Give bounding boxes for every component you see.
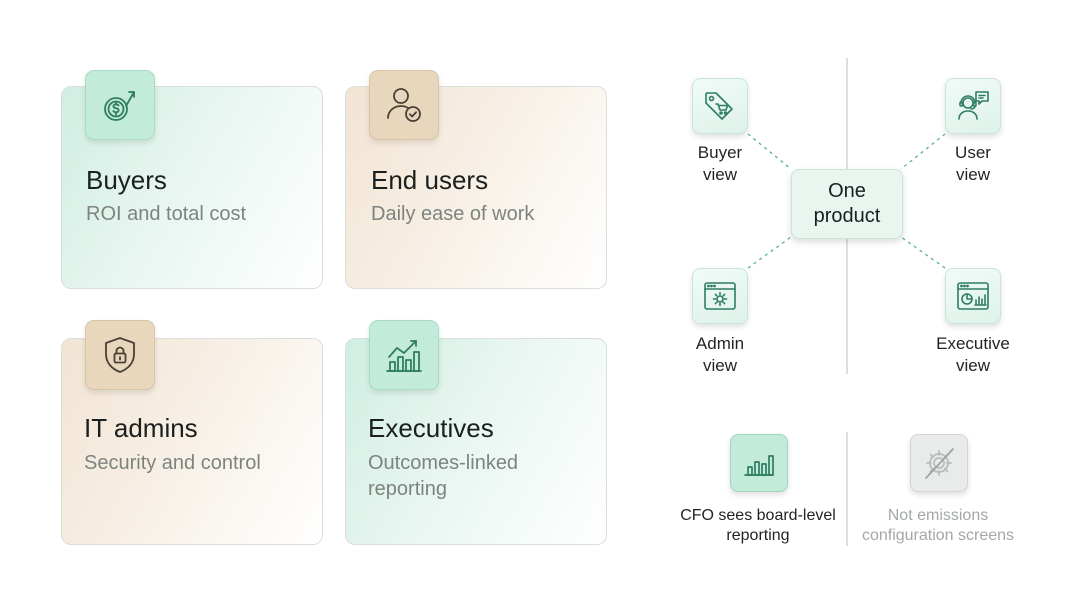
bar-chart-icon [730, 434, 788, 492]
user-check-icon [369, 70, 439, 140]
persona-title: End users [371, 165, 489, 195]
shield-lock-icon [85, 320, 155, 390]
settings-window-icon [692, 268, 748, 324]
price-tag-cart-icon [692, 78, 748, 134]
persona-subtitle: Daily ease of work [371, 203, 535, 225]
persona-card-it-admins: IT admins Security and control [61, 338, 323, 545]
persona-subtitle: Security and control [84, 452, 261, 474]
cfo-reporting-label: CFO sees board-level reporting [680, 507, 836, 544]
gear-crossed-icon [910, 434, 968, 492]
admin-view-label: Admin view [695, 334, 745, 375]
trend-chart-icon [369, 320, 439, 390]
persona-title: IT admins [84, 413, 198, 443]
dashboard-window-icon [945, 268, 1001, 324]
buyer-view-label: Buyer view [697, 143, 743, 184]
one-product-hub: One product [791, 169, 903, 239]
dollar-growth-icon [85, 70, 155, 140]
executive-view-label: Executive view [936, 334, 1010, 375]
persona-subtitle: ROI and total cost [86, 203, 247, 225]
excluded-screens-label: Not emissions configuration screens [861, 507, 1015, 544]
persona-title: Buyers [86, 165, 167, 195]
persona-subtitle: Outcomes-linked reporting [368, 452, 519, 500]
user-view-label: User view [955, 143, 991, 184]
headset-support-icon [945, 78, 1001, 134]
persona-title: Executives [368, 413, 494, 443]
